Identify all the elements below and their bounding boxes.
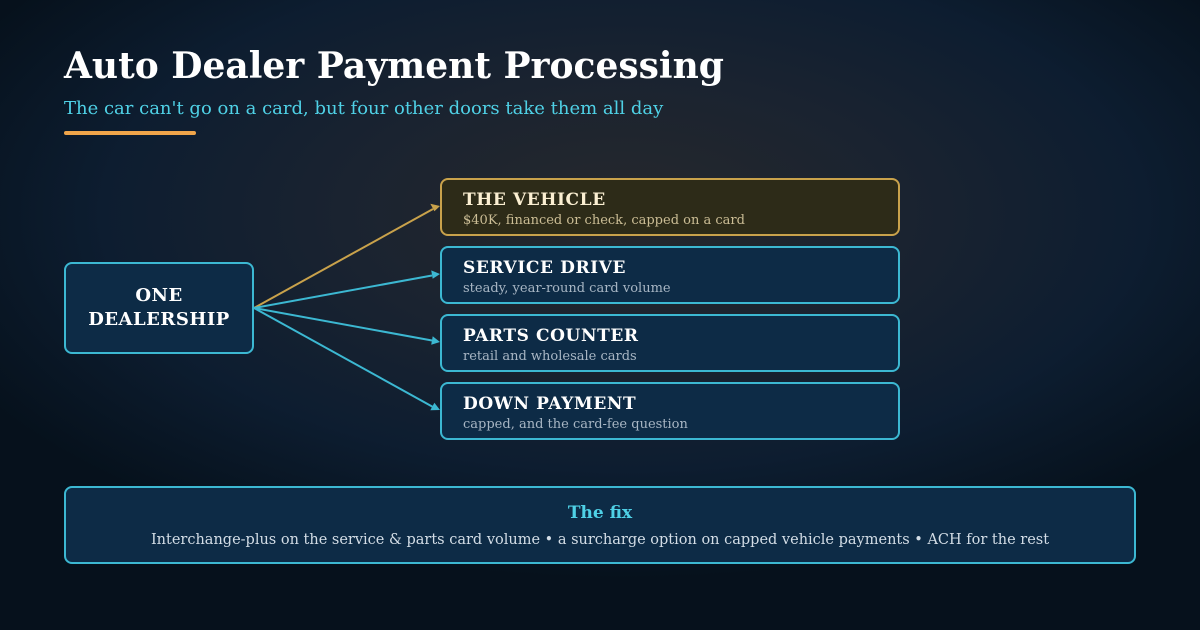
door-description: retail and wholesale cards xyxy=(463,349,637,364)
door-title: SERVICE DRIVE xyxy=(463,258,627,278)
connector-down-payment xyxy=(253,307,440,411)
door-description: $40K, financed or check, capped on a car… xyxy=(463,213,745,228)
door-title: PARTS COUNTER xyxy=(463,326,639,346)
connector-vehicle xyxy=(253,203,440,309)
door-title: DOWN PAYMENT xyxy=(463,394,637,414)
door-title: THE VEHICLE xyxy=(463,190,606,210)
door-description: capped, and the card-fee question xyxy=(463,417,688,432)
fix-text: Interchange-plus on the service & parts … xyxy=(150,532,1050,548)
title-underline xyxy=(64,131,196,135)
fix-panel: The fix Interchange-plus on the service … xyxy=(64,486,1136,564)
door-parts-counter: PARTS COUNTER retail and wholesale cards xyxy=(440,314,900,372)
door-down-payment: DOWN PAYMENT capped, and the card-fee qu… xyxy=(440,382,900,440)
fix-title: The fix xyxy=(567,503,633,523)
page-title: Auto Dealer Payment Processing xyxy=(64,45,724,87)
door-description: steady, year-round card volume xyxy=(463,281,671,296)
door-the-vehicle: THE VEHICLE $40K, financed or check, cap… xyxy=(440,178,900,236)
connector-parts-counter xyxy=(253,307,440,345)
dealership-label: ONE DEALERSHIP xyxy=(88,285,230,330)
page-subtitle: The car can't go on a card, but four oth… xyxy=(64,98,664,119)
door-service-drive: SERVICE DRIVE steady, year-round card vo… xyxy=(440,246,900,304)
connector-service-drive xyxy=(253,270,440,309)
dealership-node: ONE DEALERSHIP xyxy=(64,262,254,354)
